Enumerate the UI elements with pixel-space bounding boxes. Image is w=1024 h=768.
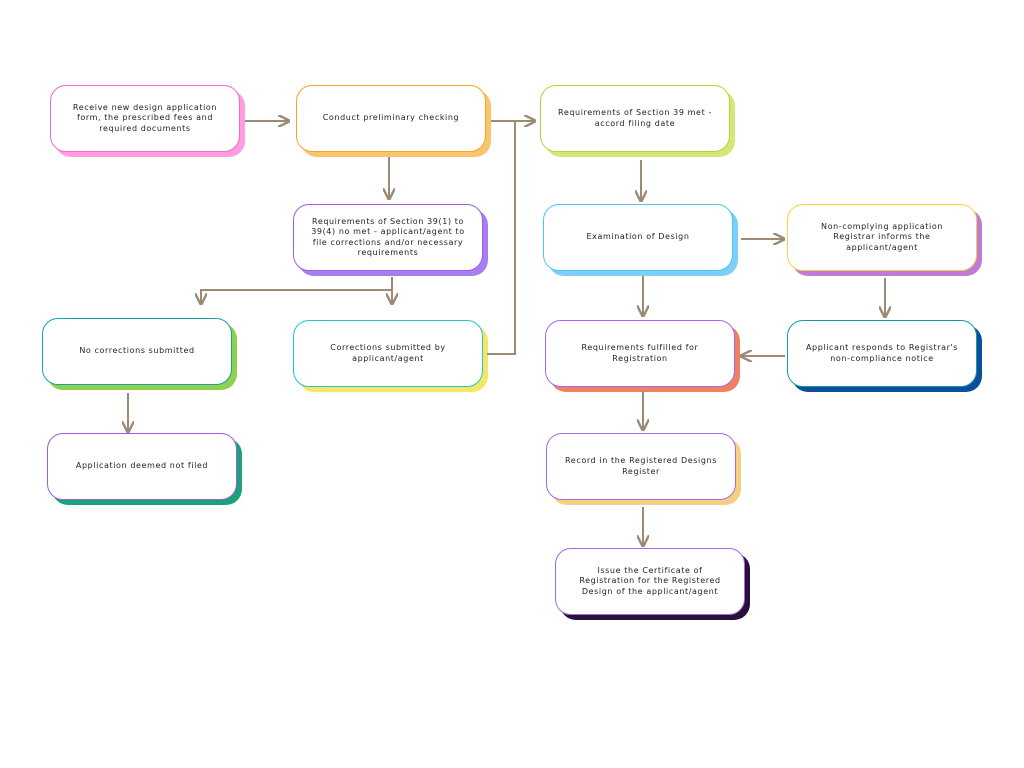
node-examination: Examination of Design (543, 204, 738, 276)
node-box: Examination of Design (543, 204, 733, 271)
node-label: Record in the Registered Designs Registe… (565, 456, 717, 476)
node-box: No corrections submitted (42, 318, 232, 385)
node-section39-not-met: Requirements of Section 39(1) to 39(4) n… (293, 204, 488, 276)
node-record-register: Record in the Registered Designs Registe… (546, 433, 741, 505)
node-receive-application: Receive new design application form, the… (50, 85, 245, 157)
node-box: Requirements of Section 39 met - accord … (540, 85, 730, 152)
node-box: Issue the Certificate of Registration fo… (555, 548, 745, 615)
node-label: Requirements fulfilled for Registration (581, 343, 699, 363)
node-label: Issue the Certificate of Registration fo… (579, 565, 721, 596)
arrow-corrections-to-conduct-loop (487, 121, 516, 355)
node-box: Record in the Registered Designs Registe… (546, 433, 736, 500)
node-label: Corrections submitted by applicant/agent (330, 343, 446, 363)
node-label: Requirements of Section 39 met - accord … (558, 108, 712, 128)
node-label: Receive new design application form, the… (72, 102, 218, 133)
node-box: Conduct preliminary checking (296, 85, 486, 152)
node-label: Application deemed not filed (75, 461, 209, 471)
node-label: Conduct preliminary checking (322, 113, 460, 123)
node-box: Corrections submitted by applicant/agent (293, 320, 483, 387)
arrow-not-met-to-no-corrections (201, 289, 392, 304)
node-box: Receive new design application form, the… (50, 85, 240, 152)
node-box: Non-complying application Registrar info… (787, 204, 977, 271)
node-box: Requirements fulfilled for Registration (545, 320, 735, 387)
node-label: Examination of Design (586, 232, 690, 242)
node-box: Requirements of Section 39(1) to 39(4) n… (293, 204, 483, 271)
node-preliminary-checking: Conduct preliminary checking (296, 85, 491, 157)
node-requirements-fulfilled: Requirements fulfilled for Registration (545, 320, 740, 392)
node-label: Requirements of Section 39(1) to 39(4) n… (311, 216, 465, 258)
node-section39-met: Requirements of Section 39 met - accord … (540, 85, 735, 157)
node-issue-certificate: Issue the Certificate of Registration fo… (555, 548, 750, 620)
node-corrections-submitted: Corrections submitted by applicant/agent (293, 320, 488, 392)
node-box: Applicant responds to Registrar's non-co… (787, 320, 977, 387)
node-label: No corrections submitted (79, 346, 195, 356)
node-label: Non-complying application Registrar info… (821, 221, 943, 252)
node-label: Applicant responds to Registrar's non-co… (805, 343, 959, 363)
node-box: Application deemed not filed (47, 433, 237, 500)
node-non-complying: Non-complying application Registrar info… (787, 204, 982, 276)
node-applicant-responds: Applicant responds to Registrar's non-co… (787, 320, 982, 392)
node-no-corrections: No corrections submitted (42, 318, 237, 390)
node-deemed-not-filed: Application deemed not filed (47, 433, 242, 505)
